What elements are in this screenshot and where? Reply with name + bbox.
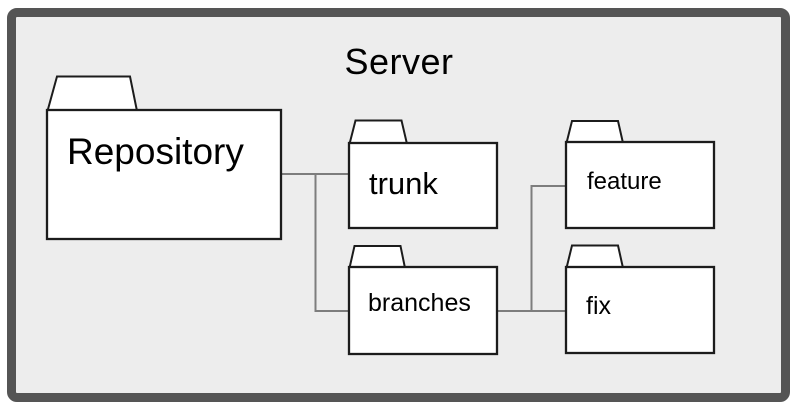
folder-branches-body bbox=[347, 265, 499, 356]
folder-feature-body bbox=[564, 140, 716, 230]
folder-trunk-body bbox=[347, 141, 499, 230]
folder-fix-label: fix bbox=[586, 292, 612, 320]
folder-trunk: trunk bbox=[347, 119, 499, 230]
folder-trunk-label: trunk bbox=[369, 166, 438, 201]
folder-repository: Repository bbox=[45, 75, 283, 241]
folder-repository-label: Repository bbox=[67, 131, 244, 172]
folder-repository-tab-icon bbox=[46, 75, 139, 112]
connector-edges bbox=[281, 173, 567, 312]
folder-branches-label: branches bbox=[368, 289, 471, 317]
edge-branches-feature bbox=[530, 185, 567, 311]
folder-feature-label: feature bbox=[587, 168, 662, 195]
server-title: Server bbox=[344, 41, 454, 82]
folder-fix-body bbox=[564, 265, 716, 355]
folder-trunk-tab-icon bbox=[348, 119, 409, 145]
edge-repository-branches bbox=[314, 174, 350, 312]
folder-repository-body bbox=[45, 108, 283, 241]
folder-feature-tab-icon bbox=[565, 120, 625, 144]
folder-fix: fix bbox=[564, 244, 716, 355]
folder-feature: feature bbox=[564, 120, 716, 230]
folder-branches: branches bbox=[347, 245, 499, 356]
folder-branches-tab-icon bbox=[348, 245, 407, 269]
folder-fix-tab-icon bbox=[565, 244, 625, 269]
